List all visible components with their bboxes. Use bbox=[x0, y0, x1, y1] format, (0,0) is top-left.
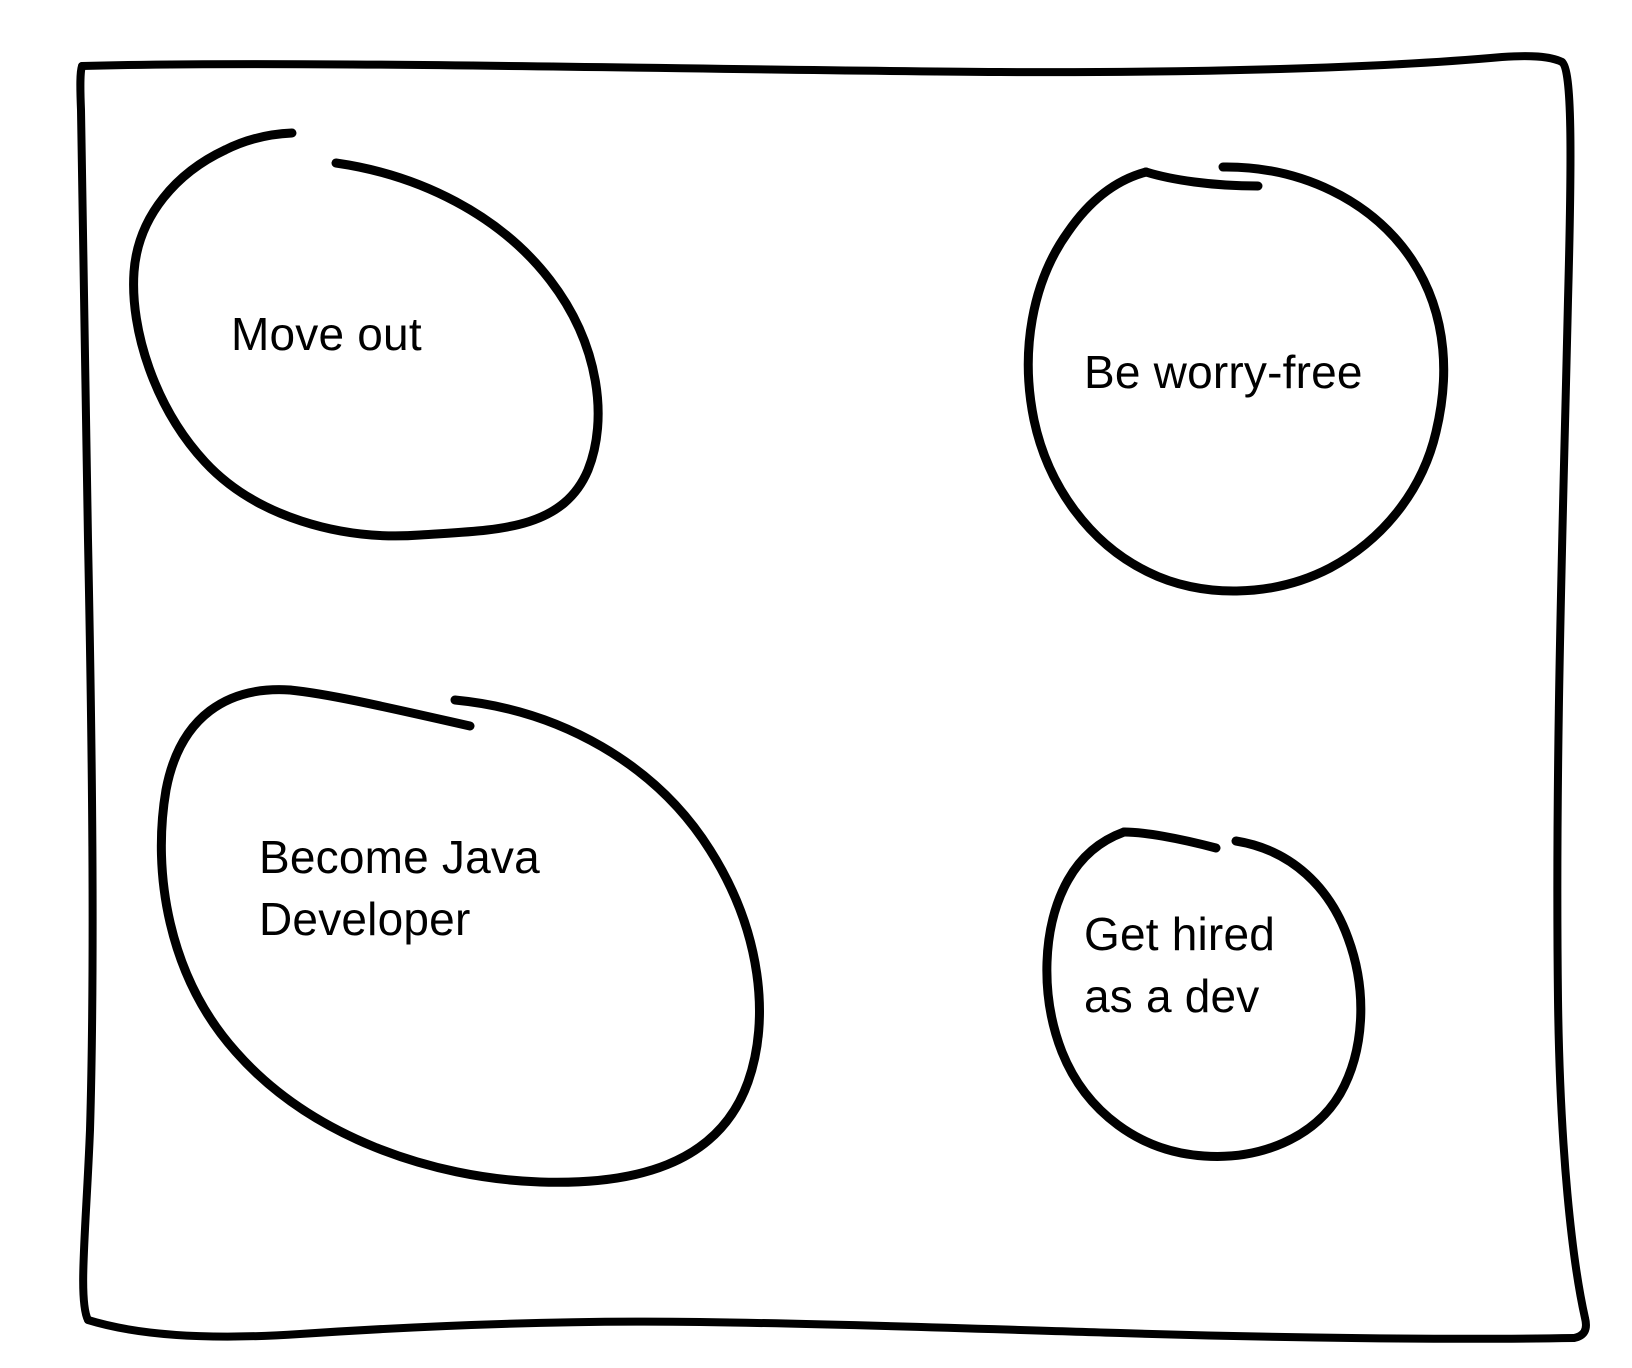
bubble-label-be-worry-free: Be worry-free bbox=[1084, 346, 1363, 398]
bubble-be-worry-free-stroke-tail bbox=[1141, 167, 1263, 191]
frame-bottom-edge bbox=[84, 1316, 1578, 1343]
bubble-become-java-developer-outline[interactable] bbox=[156, 685, 764, 1187]
bubble-be-worry-free-stroke-main bbox=[1023, 162, 1449, 596]
bubble-label-become-java-developer: Become Java Developer bbox=[259, 831, 540, 945]
frame-right-edge bbox=[1553, 58, 1590, 1342]
bubble-become-java-dev-stroke-main bbox=[156, 685, 764, 1187]
bubble-get-hired-stroke-tail bbox=[1119, 827, 1221, 853]
bubble-label-move-out: Move out bbox=[231, 308, 422, 360]
bubble-get-hired-outline[interactable] bbox=[1042, 827, 1366, 1161]
bubble-move-out-stroke-tail bbox=[220, 128, 297, 155]
bubble-label-get-hired-as-a-dev: Get hired as a dev bbox=[1084, 908, 1276, 1022]
frame-left-edge bbox=[76, 62, 97, 1324]
bubble-be-worry-free-outline[interactable] bbox=[1023, 162, 1449, 596]
bubble-move-out-outline[interactable] bbox=[129, 128, 603, 541]
bubble-become-java-dev-stroke-tail bbox=[285, 685, 475, 731]
bubble-get-hired-stroke-main bbox=[1042, 827, 1366, 1161]
outer-frame bbox=[76, 52, 1590, 1343]
frame-top-edge bbox=[78, 52, 1566, 77]
bubble-move-out-stroke-main bbox=[129, 145, 603, 541]
